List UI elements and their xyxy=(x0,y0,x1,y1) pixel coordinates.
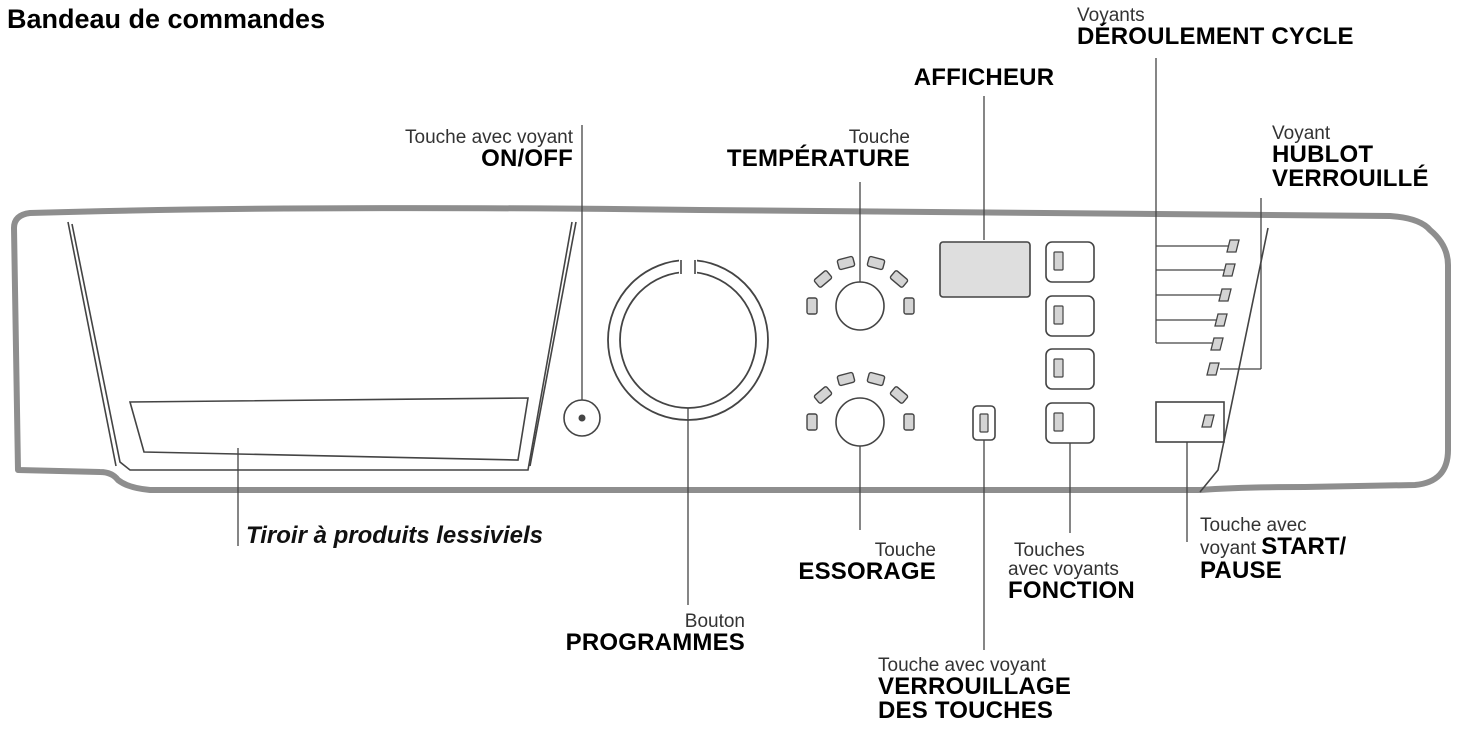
label-spin-line2: ESSORAGE xyxy=(798,558,936,585)
label-start-pause: Touche avec voyant START/ PAUSE xyxy=(1200,516,1346,583)
label-temperature-line1: Touche xyxy=(848,127,910,148)
function-button-4[interactable] xyxy=(1045,402,1095,444)
cycle-progress-leds xyxy=(1210,239,1240,351)
label-start-pause-line2-wrap: voyant START/ xyxy=(1200,535,1346,559)
temperature-button[interactable] xyxy=(835,281,885,331)
page-title: Bandeau de commandes xyxy=(7,4,326,34)
label-start-pause-line2b: START/ xyxy=(1261,533,1347,560)
label-door-locked-line1: Voyant xyxy=(1272,123,1331,144)
display-screen xyxy=(939,241,1031,298)
function-button-2[interactable] xyxy=(1045,295,1095,337)
label-on-off: Touche avec voyant ON/OFF xyxy=(405,128,573,171)
label-spin-line1: Touche xyxy=(874,540,936,561)
key-lock-button[interactable] xyxy=(972,405,996,441)
panel-edge xyxy=(1199,227,1269,493)
program-dial[interactable] xyxy=(607,256,769,421)
label-function-line1: Touches xyxy=(1014,540,1085,561)
label-programs: Bouton PROGRAMMES xyxy=(566,612,745,655)
label-afficheur-line1: AFFICHEUR xyxy=(913,64,1055,91)
function-button-3[interactable] xyxy=(1045,348,1095,390)
spin-leds xyxy=(806,371,915,431)
label-cycle-progress: Voyants DÉROULEMENT CYCLE xyxy=(1077,6,1354,49)
detergent-drawer[interactable] xyxy=(67,221,577,471)
function-button-1[interactable] xyxy=(1045,241,1095,283)
label-detergent-drawer: Tiroir à produits lessiviels xyxy=(246,522,543,549)
label-temperature-line2: TEMPÉRATURE xyxy=(726,145,910,172)
label-cycle-progress-line2: DÉROULEMENT CYCLE xyxy=(1077,23,1354,50)
leader-lines xyxy=(237,58,1262,650)
start-pause-button[interactable] xyxy=(1155,401,1225,443)
label-spin: Touche ESSORAGE xyxy=(798,541,936,584)
label-door-locked: Voyant HUBLOT VERROUILLÉ xyxy=(1272,124,1429,191)
label-function: Touches avec voyants FONCTION xyxy=(1008,541,1135,603)
temperature-leds xyxy=(806,255,915,315)
label-function-line2: avec voyants xyxy=(1008,559,1119,580)
label-key-lock-line1: Touche avec voyant xyxy=(878,655,1046,676)
label-start-pause-line3: PAUSE xyxy=(1200,557,1282,584)
label-key-lock-line3: DES TOUCHES xyxy=(878,697,1054,724)
label-on-off-line2: ON/OFF xyxy=(481,145,573,172)
label-key-lock-line2: VERROUILLAGE xyxy=(878,673,1072,700)
label-start-pause-line1: Touche avec xyxy=(1200,515,1307,536)
label-programs-line1: Bouton xyxy=(684,611,745,632)
label-programs-line2: PROGRAMMES xyxy=(565,629,745,656)
label-on-off-line1: Touche avec voyant xyxy=(405,127,573,148)
label-door-locked-line2: HUBLOT xyxy=(1272,141,1374,168)
on-off-button[interactable] xyxy=(563,399,601,437)
door-locked-led xyxy=(1206,362,1220,376)
label-temperature: Touche TEMPÉRATURE xyxy=(727,128,910,171)
label-function-line3: FONCTION xyxy=(1008,577,1135,604)
label-afficheur: AFFICHEUR xyxy=(896,66,1072,90)
panel-outline xyxy=(11,205,1451,493)
label-cycle-progress-line1: Voyants xyxy=(1077,5,1145,26)
label-key-lock: Touche avec voyant VERROUILLAGE DES TOUC… xyxy=(878,656,1071,723)
label-start-pause-line2: voyant xyxy=(1200,538,1256,559)
spin-button[interactable] xyxy=(835,397,885,447)
label-door-locked-line3: VERROUILLÉ xyxy=(1272,165,1429,192)
